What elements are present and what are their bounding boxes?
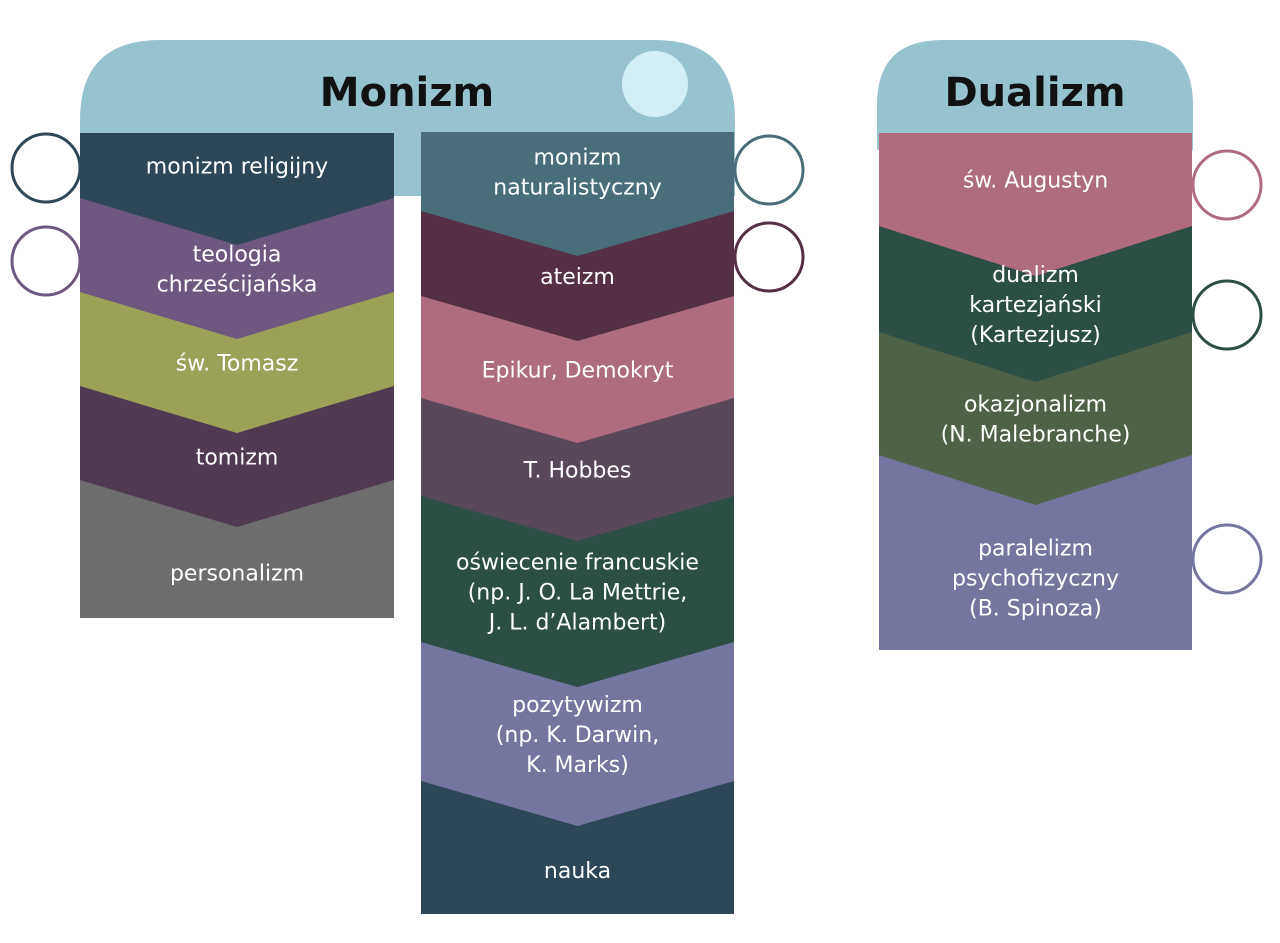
segment-label: chrześcijańska bbox=[157, 273, 318, 298]
segment-label: T. Hobbes bbox=[523, 459, 632, 484]
segment-label: teologia bbox=[193, 243, 282, 268]
segment-label: (np. J. O. La Mettrie, bbox=[468, 581, 688, 606]
side-circle bbox=[10, 132, 82, 204]
monizm-religious-column: monizm religijny teologia chrześcijańska św… bbox=[80, 133, 394, 618]
chevron-segment bbox=[421, 642, 734, 826]
segment-label: dualizm bbox=[992, 263, 1079, 288]
chevron-segment bbox=[879, 455, 1192, 650]
segment-label: psychofizyczny bbox=[952, 567, 1119, 592]
segment-label: J. L. d’Alambert) bbox=[487, 611, 667, 636]
segment-label: naturalistyczny bbox=[493, 176, 661, 201]
side-circle bbox=[733, 134, 805, 206]
dualizm-column: św. Augustyn dualizm kartezjański (Kartezju… bbox=[879, 133, 1192, 650]
chevron-segment bbox=[80, 133, 394, 245]
side-circle bbox=[733, 221, 805, 293]
segment-label: nauka bbox=[544, 859, 611, 884]
segment-label: tomizm bbox=[196, 446, 279, 471]
chevron-segment bbox=[80, 386, 394, 527]
segment-label: pozytywizm bbox=[512, 693, 643, 718]
side-circle bbox=[10, 225, 82, 297]
dualizm-header bbox=[877, 40, 1193, 150]
chevron-segment bbox=[80, 198, 394, 339]
chevron-segment bbox=[421, 496, 734, 687]
chevron-segment bbox=[421, 132, 734, 256]
segment-label: monizm religijny bbox=[146, 155, 328, 180]
side-circle bbox=[1191, 279, 1263, 351]
segment-label: św. Augustyn bbox=[963, 169, 1108, 194]
segment-label: św. Tomasz bbox=[176, 352, 299, 377]
monizm-title: Monizm bbox=[320, 70, 494, 116]
header-decorative-circle bbox=[622, 51, 688, 117]
side-circle bbox=[1191, 523, 1263, 595]
segment-label: (Kartezjusz) bbox=[970, 323, 1101, 348]
segment-label: oświecenie francuskie bbox=[456, 551, 699, 576]
segment-label: personalizm bbox=[170, 562, 304, 587]
chevron-segment bbox=[879, 332, 1192, 505]
chevron-segment bbox=[879, 226, 1192, 382]
segment-label: kartezjański bbox=[969, 293, 1101, 318]
chevron-segment bbox=[80, 480, 394, 618]
segment-label: monizm bbox=[534, 146, 622, 171]
side-circles bbox=[10, 132, 1263, 595]
segment-label: K. Marks) bbox=[526, 753, 629, 778]
chevron-segment bbox=[421, 781, 734, 914]
chevron-segment bbox=[421, 398, 734, 541]
side-circle bbox=[1191, 149, 1263, 221]
chevron-segment bbox=[421, 211, 734, 341]
segment-label: okazjonalizm bbox=[964, 393, 1107, 418]
segment-label: (np. K. Darwin, bbox=[496, 723, 659, 748]
chevron-segment bbox=[421, 296, 734, 443]
segment-label: ateizm bbox=[540, 265, 615, 290]
dualizm-title: Dualizm bbox=[944, 70, 1125, 116]
chevron-segment bbox=[879, 133, 1192, 276]
segment-label: (B. Spinoza) bbox=[969, 597, 1102, 622]
segment-label: Epikur, Demokryt bbox=[482, 359, 674, 384]
segment-label: paralelizm bbox=[978, 537, 1093, 562]
chevron-segment bbox=[80, 292, 394, 433]
segment-label: (N. Malebranche) bbox=[941, 423, 1131, 448]
